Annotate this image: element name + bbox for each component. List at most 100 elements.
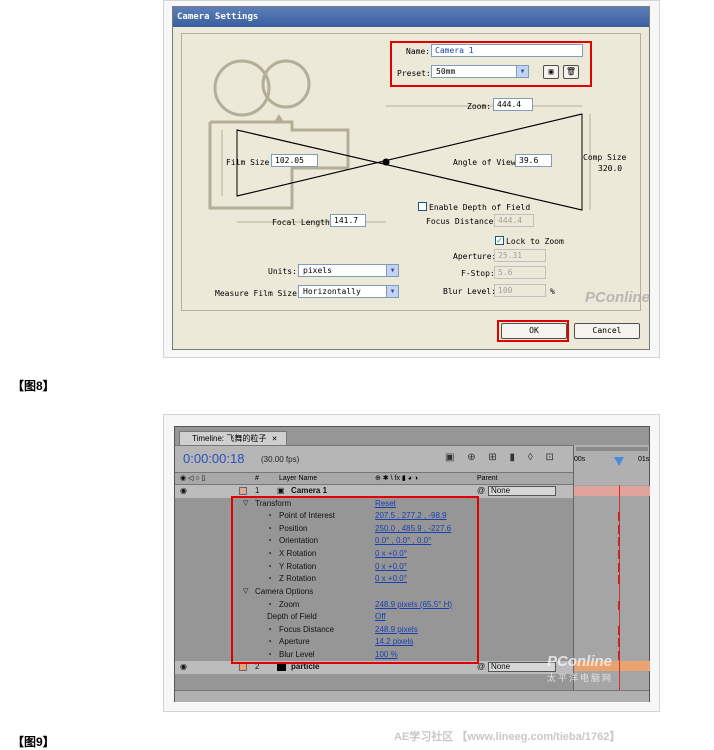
stopwatch-icon[interactable]: ◔	[267, 561, 272, 571]
units-select[interactable]: pixels▼	[298, 264, 399, 277]
depth-of-field-checkbox[interactable]	[418, 202, 427, 211]
timeline-tab[interactable]: Timeline: 飞舞的粒子 ✕	[179, 431, 287, 445]
measure-film-size-select[interactable]: Horizontally▼	[298, 285, 399, 298]
property-value[interactable]: 248.9 pixels (65.5° H)	[375, 599, 453, 609]
layer-row-camera[interactable]: ◉ 1 ▣ Camera 1 @ None	[175, 485, 573, 498]
keyframe-marker[interactable]	[618, 651, 620, 661]
keyframe-marker[interactable]	[618, 537, 620, 547]
close-icon[interactable]: ✕	[271, 436, 278, 443]
property-value[interactable]: 0 x +0.0°	[375, 561, 407, 571]
lock-to-zoom-label: Lock to Zoom	[506, 237, 564, 246]
property-row[interactable]: ▽Camera Options	[175, 586, 573, 599]
cancel-button[interactable]: Cancel	[574, 323, 640, 339]
parent-pickwhip-icon[interactable]: @	[477, 662, 486, 671]
column-header: ◉ ◁ ○ ▯ # Layer Name ⊕ ✱ \ fx ▮ ◕ ◑ Pare…	[175, 472, 573, 485]
layer-number: 1	[255, 486, 260, 495]
keyframe-marker[interactable]	[618, 512, 620, 522]
label-color-swatch[interactable]	[239, 487, 247, 495]
aperture-label: Aperture:	[453, 252, 497, 261]
keyframe-marker[interactable]	[618, 550, 620, 560]
camera-name-field[interactable]: Camera 1	[431, 44, 583, 57]
ok-button[interactable]: OK	[501, 323, 567, 339]
stopwatch-icon[interactable]: ◔	[267, 637, 272, 647]
keyframe-marker[interactable]	[618, 575, 620, 585]
angle-of-view-field[interactable]: 39.6	[515, 154, 552, 167]
current-time-display[interactable]: 0:00:00:18	[183, 451, 245, 466]
property-name: Aperture	[279, 637, 310, 647]
twirl-down-icon[interactable]: ▽	[243, 587, 249, 595]
stopwatch-icon[interactable]: ◔	[267, 523, 272, 533]
film-size-field[interactable]: 102.05	[271, 154, 318, 167]
property-name: Focus Distance	[279, 624, 335, 634]
property-row[interactable]: ◔ Focus Distance 248.9 pixels	[175, 624, 573, 637]
layer-row-particle[interactable]: ◉ 2 particle @ None	[175, 661, 573, 674]
comp-size-value: 320.0	[598, 164, 623, 173]
keyframe-marker[interactable]	[618, 524, 620, 534]
parent-pickwhip-icon[interactable]: @	[477, 486, 486, 495]
property-value[interactable]: 100 %	[375, 650, 398, 660]
focal-length-field[interactable]: 141.7	[330, 214, 366, 227]
stopwatch-icon[interactable]: ◔	[267, 549, 272, 559]
property-value[interactable]: 250.0 , 485.9 , -227.6	[375, 523, 452, 533]
parent-select[interactable]: None	[488, 662, 556, 672]
property-value[interactable]: 0 x +0.0°	[375, 574, 407, 584]
property-value[interactable]: 207.5 , 277.2 , -98.9	[375, 511, 447, 521]
layer-name[interactable]: Camera 1	[291, 486, 328, 495]
focus-distance-field[interactable]: 444.4	[494, 214, 534, 227]
keyframe-marker[interactable]	[618, 600, 620, 610]
chevron-down-icon: ▼	[386, 286, 398, 297]
lock-to-zoom-checkbox[interactable]: ✓	[495, 236, 504, 245]
property-value[interactable]: Off	[375, 612, 386, 622]
stopwatch-icon[interactable]: ◔	[267, 574, 272, 584]
angle-of-view-label: Angle of View:	[453, 158, 521, 167]
preset-select[interactable]: 50mm▼	[431, 65, 529, 78]
layer-num-header: #	[255, 475, 259, 482]
delete-preset-icon[interactable]: 🗑	[563, 65, 579, 79]
stopwatch-icon[interactable]: ◔	[267, 536, 272, 546]
property-value[interactable]: 248.9 pixels	[375, 624, 418, 634]
aperture-field[interactable]: 25.31	[494, 249, 546, 262]
dialog-watermark: PConline	[585, 289, 651, 306]
stopwatch-icon[interactable]: ◔	[267, 624, 272, 634]
property-value[interactable]: 0.0° , 0.0° , 0.0°	[375, 536, 432, 546]
time-ruler[interactable]: 00s 01s	[573, 445, 649, 485]
property-row[interactable]: ▽ Transform Reset	[175, 498, 573, 511]
twirl-down-icon[interactable]: ▽	[243, 499, 249, 507]
property-value[interactable]: 14.2 pixels	[375, 637, 414, 647]
blur-level-field[interactable]: 100	[494, 284, 546, 297]
eye-icon[interactable]: ◉	[180, 662, 187, 671]
camera-layer-bar[interactable]	[574, 486, 650, 496]
property-value[interactable]: Reset	[375, 498, 396, 508]
keyframe-marker[interactable]	[618, 625, 620, 635]
fstop-field[interactable]: 5.6	[494, 266, 546, 279]
layer-name[interactable]: particle	[291, 662, 320, 671]
keyframe-marker[interactable]	[618, 638, 620, 648]
keyframe-marker[interactable]	[618, 562, 620, 572]
zoom-field[interactable]: 444.4	[493, 98, 533, 111]
property-row[interactable]: ◔ Aperture 14.2 pixels	[175, 636, 573, 649]
label-color-swatch[interactable]	[239, 663, 247, 671]
property-value[interactable]: 0 x +0.0°	[375, 549, 407, 559]
particle-layer-bar[interactable]	[574, 661, 650, 671]
stopwatch-icon[interactable]: ◔	[267, 511, 272, 521]
camera-diagram	[208, 59, 591, 223]
playhead-icon[interactable]	[614, 457, 624, 467]
timeline-panel: Timeline: 飞舞的粒子 ✕ ▣ ⊕ ⊞ ▮ ◊ ⊡ 0:00:00:18…	[174, 426, 650, 702]
work-area-bar[interactable]	[576, 447, 648, 451]
property-name: Transform	[255, 498, 292, 508]
stopwatch-icon[interactable]: ◔	[267, 650, 272, 660]
parent-value: None	[491, 486, 511, 495]
eye-icon[interactable]: ◉	[180, 486, 187, 495]
parent-select[interactable]: None	[488, 486, 556, 496]
stopwatch-icon[interactable]: ◔	[267, 599, 272, 609]
save-preset-icon[interactable]: ▣	[543, 65, 559, 79]
